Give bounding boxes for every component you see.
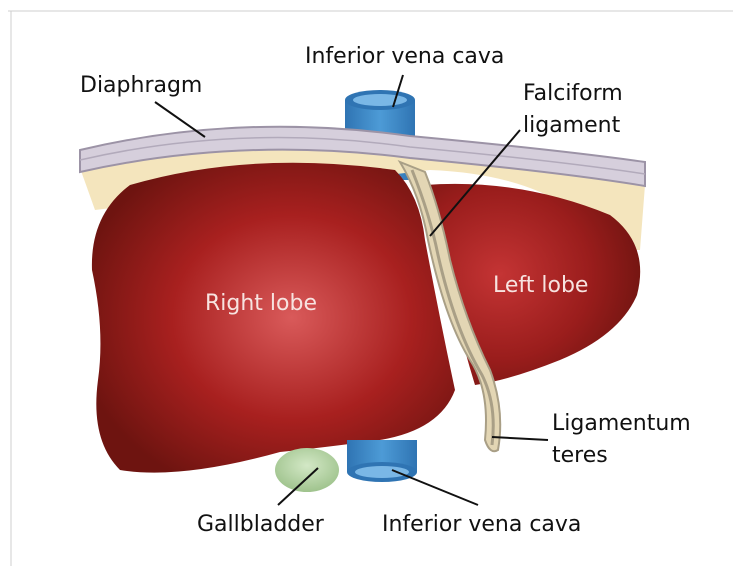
label-falciform-2: ligament (523, 113, 621, 138)
gallbladder-shape (275, 448, 339, 492)
label-left-lobe: Left lobe (493, 273, 588, 298)
label-ivc-top: Inferior vena cava (305, 44, 504, 69)
right-lobe (92, 163, 455, 473)
label-ivc-bottom: Inferior vena cava (382, 512, 581, 537)
label-falciform-1: Falciform (523, 81, 623, 106)
label-right-lobe: Right lobe (205, 291, 317, 316)
label-gallbladder: Gallbladder (197, 512, 325, 537)
label-diaphragm: Diaphragm (80, 73, 202, 98)
label-lig-teres-1: Ligamentum (552, 411, 691, 436)
leader-ivc-bottom (392, 470, 478, 505)
label-lig-teres-2: teres (552, 443, 608, 468)
